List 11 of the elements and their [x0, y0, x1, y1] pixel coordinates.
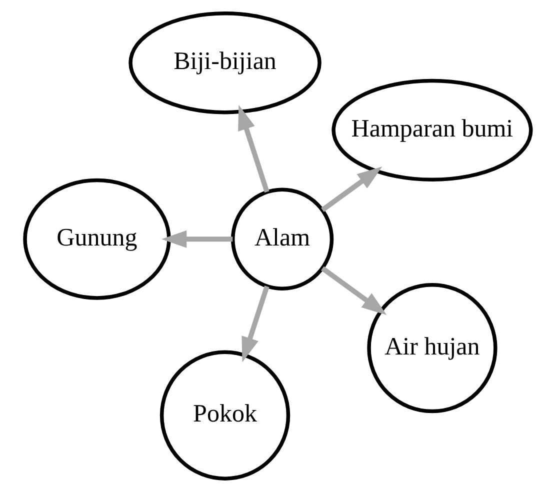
node-ellipse: Hamparan bumi	[332, 78, 533, 182]
arrow	[238, 104, 270, 193]
node-circle: Pokok	[160, 350, 290, 480]
arrow	[320, 266, 387, 315]
node-circle: Alam	[230, 188, 334, 290]
node-circle: Air hujan	[367, 282, 498, 414]
arrow	[242, 286, 270, 362]
arrow	[162, 230, 233, 248]
node-ellipse: Biji-bijian	[128, 12, 322, 114]
node-ellipse: Gunung	[23, 178, 171, 300]
arrow	[321, 166, 382, 212]
